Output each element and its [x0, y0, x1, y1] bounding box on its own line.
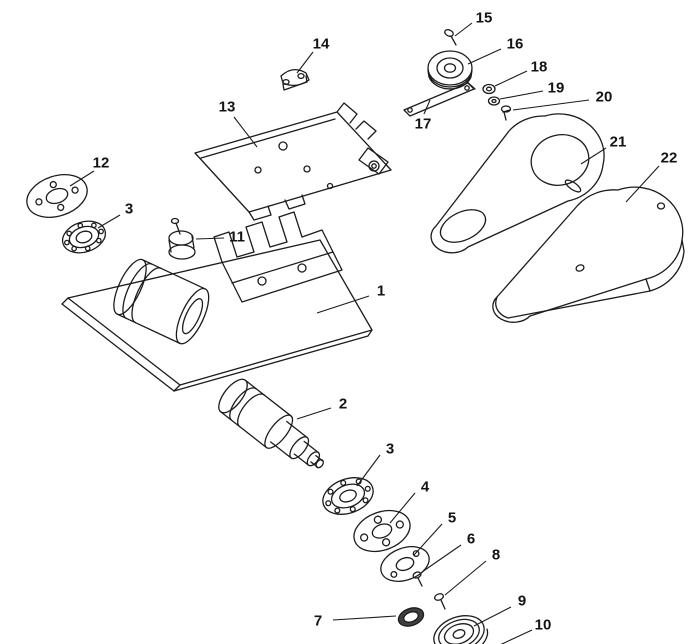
- part-16-clutch-pulley: [427, 50, 476, 90]
- callout-label-8-part-12: 12: [93, 155, 110, 172]
- part-13-mounting-plate: [194, 102, 392, 221]
- part-1-housing: [61, 211, 373, 392]
- callout-leader-22-part-10: [500, 629, 533, 644]
- part-20-bolt: [500, 105, 512, 121]
- callout-leader-8-part-12: [69, 170, 95, 187]
- part-19-washer: [487, 96, 501, 106]
- callout-leader-6-part-14: [296, 51, 314, 74]
- callout-leader-7-part-13: [233, 116, 258, 148]
- callout-leader-17-part-5: [413, 523, 443, 556]
- callout-leader-15-part-3: [356, 454, 381, 487]
- callout-label-2-part-18: 18: [531, 59, 548, 76]
- callout-leader-11-part-1: [316, 295, 370, 314]
- part-11-shock-mount: [168, 217, 196, 260]
- part-12-flange: [26, 174, 88, 218]
- callout-label-5-part-17: 17: [415, 116, 432, 133]
- part-14-clamp: [280, 69, 310, 91]
- part-4-flange: [353, 509, 411, 553]
- callout-leader-10-part-11: [195, 237, 225, 240]
- callout-label-9-part-3: 3: [125, 201, 133, 218]
- callout-label-16-part-4: 4: [421, 479, 430, 496]
- part-3-bearing-upper: [61, 220, 107, 254]
- callout-leader-14-part-2: [296, 407, 332, 420]
- callout-label-20-part-7: 7: [314, 613, 322, 630]
- callout-label-17-part-5: 5: [448, 510, 456, 527]
- callout-label-1-part-16: 16: [507, 36, 524, 53]
- callout-label-18-part-6: 6: [467, 531, 475, 548]
- callout-label-14-part-2: 2: [339, 396, 347, 413]
- callout-leader-0-part-15: [454, 22, 473, 37]
- callout-label-3-part-19: 19: [548, 80, 565, 97]
- callout-label-7-part-13: 13: [219, 99, 236, 116]
- callout-leader-19-part-8: [444, 560, 487, 596]
- callout-leader-3-part-19: [499, 90, 544, 100]
- part-3-bearing-lower: [322, 477, 374, 515]
- callout-label-12-part-21: 21: [610, 134, 627, 151]
- callout-leader-1-part-16: [467, 48, 502, 65]
- callout-leader-13-part-22: [625, 165, 660, 203]
- part-7-seal-ring: [397, 607, 425, 627]
- callout-leader-16-part-4: [389, 492, 416, 524]
- part-18-washer: [482, 83, 496, 95]
- callout-label-11-part-1: 1: [377, 283, 385, 300]
- callout-label-15-part-3: 3: [386, 441, 394, 458]
- callout-leader-4-part-20: [512, 99, 590, 111]
- part-9-pulley: [433, 615, 489, 644]
- callout-label-19-part-8: 8: [492, 547, 500, 564]
- callout-label-0-part-15: 15: [476, 10, 493, 27]
- part-5-plate: [380, 546, 430, 582]
- callout-leader-9-part-3: [97, 214, 121, 229]
- callout-label-13-part-22: 22: [661, 150, 678, 167]
- callout-label-21-part-9: 9: [518, 593, 526, 610]
- callout-leader-12-part-21: [580, 147, 607, 165]
- part-21-belt-guard-inner: [430, 113, 605, 254]
- callout-leader-2-part-18: [494, 70, 528, 87]
- part-22-belt-guard-outer: [492, 186, 685, 323]
- callout-leader-18-part-6: [421, 544, 462, 573]
- part-2-shaft: [218, 378, 324, 469]
- callout-label-4-part-20: 20: [596, 89, 613, 106]
- callout-leader-21-part-9: [473, 606, 512, 627]
- part-8-screw: [433, 593, 446, 610]
- callout-label-22-part-10: 10: [535, 617, 552, 634]
- callout-leader-20-part-7: [332, 615, 397, 621]
- callout-label-6-part-14: 14: [313, 36, 330, 53]
- part-17-bar: [403, 82, 475, 117]
- callout-leader-5-part-17: [423, 99, 431, 115]
- callout-label-10-part-11: 11: [229, 229, 245, 246]
- part-6-screw: [412, 571, 423, 587]
- part-15-screw: [444, 29, 457, 46]
